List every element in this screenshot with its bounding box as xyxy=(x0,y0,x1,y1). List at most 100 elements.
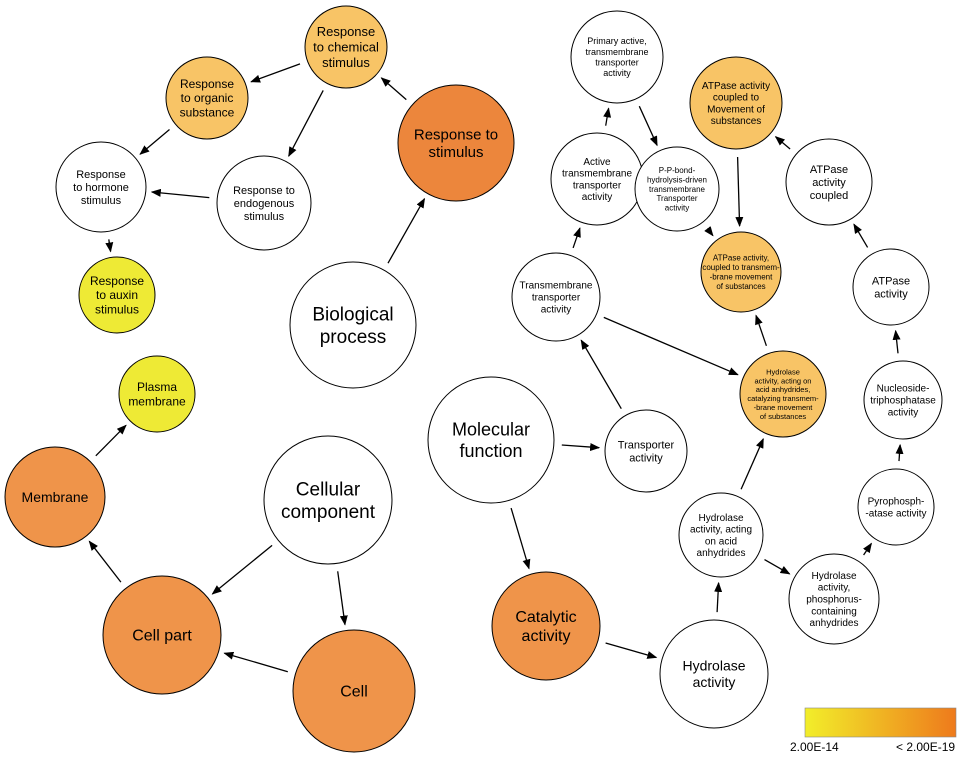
node-label-hydrolase-activity-phosphorus-containing-anhydrides: phosphorus- xyxy=(806,595,862,606)
node-label-response-to-stimulus: Response to xyxy=(414,126,498,143)
node-label-atpase-activity-coupled-to-movement-of-substances: Movement of xyxy=(707,104,765,115)
node-circle-response-to-endogenous-stimulus xyxy=(216,155,312,251)
node-label-atpase-activity-coupled: coupled xyxy=(810,190,849,202)
node-label-hydrolase-activity-acting-on-acid-anhydrides: anhydrides xyxy=(697,548,746,559)
edge-pyrophosphatase-activity-to-nucleoside-triphosphatase-activity xyxy=(895,443,904,462)
node-label-response-to-organic-substance: to organic xyxy=(181,91,234,105)
node-label-active-transmembrane-transporter-activity: activity xyxy=(582,192,613,203)
node-circle-cell xyxy=(292,629,416,753)
node-label-hydrolase-activity-catalyzing-transmembrane-movement: -brane movement xyxy=(754,403,814,412)
edge-hydrolase-activity-acting-on-acid-anhydrides-to-hydrolase-activity-phosphorus-containing-anhydrides xyxy=(764,559,791,575)
node-label-hydrolase-activity-acting-on-acid-anhydrides: on acid xyxy=(705,536,737,547)
node-label-primary-active-transmembrane-transporter-activity: transporter xyxy=(595,58,639,68)
edge-catalytic-activity-to-hydrolase-activity xyxy=(605,642,658,659)
legend-max-label: < 2.00E-19 xyxy=(896,740,956,754)
edge-response-to-stimulus-to-response-to-chemical-stimulus xyxy=(380,77,407,101)
node-label-atpase-activity-coupled: activity xyxy=(812,177,846,189)
node-label-nucleoside-triphosphatase-activity: Nucleoside- xyxy=(877,384,930,395)
node-label-transmembrane-transporter-activity: transporter xyxy=(532,293,581,304)
node-circle-pyrophosphatase-activity xyxy=(857,468,935,546)
node-label-response-to-auxin-stimulus: stimulus xyxy=(95,302,139,316)
node-circle-atpase-activity-coupled-to-transmembrane-movement-of-substances xyxy=(700,231,782,313)
node-circle-cellular-component xyxy=(263,435,393,565)
node-label-response-to-chemical-stimulus: stimulus xyxy=(322,55,370,70)
node-label-primary-active-transmembrane-transporter-activity: Primary active, xyxy=(587,36,647,46)
node-label-nucleoside-triphosphatase-activity: triphosphatase xyxy=(870,396,936,407)
node-label-biological-process: process xyxy=(320,327,387,348)
node-label-hydrolase-activity-phosphorus-containing-anhydrides: anhydrides xyxy=(810,618,859,629)
edge-hydrolase-activity-catalyzing-transmembrane-movement-to-atpase-activity-coupled-to-transmembrane-movement-of-substances xyxy=(755,314,768,347)
node-label-transmembrane-transporter-activity: activity xyxy=(541,304,572,315)
node-label-atpase-activity-coupled-to-transmembrane-movement-of-substances: coupled to transmem- xyxy=(702,263,780,272)
node-label-response-to-auxin-stimulus: Response xyxy=(90,274,144,288)
node-label-hydrolase-activity-catalyzing-transmembrane-movement: of substances xyxy=(760,412,807,421)
node-circle-plasma-membrane xyxy=(118,355,196,433)
node-label-molecular-function: Molecular xyxy=(452,420,530,440)
edge-hydrolase-activity-acting-on-acid-anhydrides-to-hydrolase-activity-catalyzing-transmembrane-movement xyxy=(740,437,764,490)
node-label-transmembrane-transporter-activity: Transmembrane xyxy=(520,281,593,292)
node-label-hydrolase-activity-catalyzing-transmembrane-movement: activity, acting on xyxy=(755,376,812,385)
node-label-response-to-organic-substance: substance xyxy=(180,105,235,119)
node-label-active-transmembrane-transporter-activity: transmembrane xyxy=(562,169,632,180)
node-label-active-transmembrane-transporter-activity: transporter xyxy=(573,180,622,191)
node-circle-transporter-activity xyxy=(604,409,688,493)
node-atpase-activity-coupled-to-transmembrane-movement-of-substances: ATPase activity,coupled to transmem--bra… xyxy=(700,231,782,313)
node-circle-atpase-activity xyxy=(852,248,930,326)
node-label-response-to-stimulus: stimulus xyxy=(428,144,483,161)
node-label-primary-active-transmembrane-transporter-activity: activity xyxy=(603,68,631,78)
node-circle-hydrolase-activity-catalyzing-transmembrane-movement xyxy=(739,350,827,438)
edge-p-p-bond-hydrolysis-driven-transmembrane-transporter-activity-to-atpase-activity-coupled-to-transmembrane-movement-of-substances xyxy=(704,226,714,237)
node-label-response-to-chemical-stimulus: Response xyxy=(317,24,376,39)
node-label-response-to-chemical-stimulus: to chemical xyxy=(313,40,379,55)
node-primary-active-transmembrane-transporter-activity: Primary active,transmembranetransportera… xyxy=(570,10,664,104)
edge-hydrolase-activity-to-hydrolase-activity-acting-on-acid-anhydrides xyxy=(714,581,723,613)
edge-cellular-component-to-cell xyxy=(337,571,348,626)
edge-nucleoside-triphosphatase-activity-to-atpase-activity xyxy=(892,329,901,354)
edge-molecular-function-to-catalytic-activity xyxy=(510,507,531,570)
node-label-response-to-hormone-stimulus: to hormone xyxy=(73,182,129,194)
node-cell-part: Cell part xyxy=(102,575,222,695)
node-label-cell: Cell xyxy=(340,684,368,701)
node-label-atpase-activity-coupled-to-transmembrane-movement-of-substances: ATPase activity, xyxy=(713,254,769,263)
node-label-response-to-endogenous-stimulus: Response to xyxy=(233,185,295,197)
node-label-catalytic-activity: Catalytic xyxy=(515,609,576,626)
node-label-hydrolase-activity: activity xyxy=(693,674,736,690)
node-label-hydrolase-activity-catalyzing-transmembrane-movement: Hydrolase xyxy=(766,368,800,377)
node-circle-p-p-bond-hydrolysis-driven-transmembrane-transporter-activity xyxy=(634,146,720,232)
node-label-cell-part: Cell part xyxy=(132,628,192,645)
node-label-hydrolase-activity: Hydrolase xyxy=(682,658,745,674)
node-label-molecular-function: function xyxy=(459,441,522,461)
edge-membrane-to-plasma-membrane xyxy=(95,424,127,457)
node-circle-response-to-hormone-stimulus xyxy=(55,141,147,233)
edge-cell-part-to-membrane xyxy=(88,540,122,583)
node-hydrolase-activity-phosphorus-containing-anhydrides: Hydrolaseactivity,phosphorus-containinga… xyxy=(788,553,880,645)
edge-atpase-activity-coupled-to-atpase-activity-coupled-to-movement-of-substances xyxy=(774,136,791,150)
edge-cellular-component-to-cell-part xyxy=(211,544,273,595)
node-label-transporter-activity: Transporter xyxy=(618,439,675,451)
edge-cell-to-cell-part xyxy=(223,651,288,673)
node-label-hydrolase-activity-catalyzing-transmembrane-movement: acid anhydrides, xyxy=(756,385,811,394)
node-circle-membrane xyxy=(4,446,106,548)
node-circle-hydrolase-activity xyxy=(659,619,769,729)
node-circle-cell-part xyxy=(102,575,222,695)
node-membrane: Membrane xyxy=(4,446,106,548)
node-label-atpase-activity-coupled-to-movement-of-substances: substances xyxy=(711,116,762,127)
node-circle-response-to-organic-substance xyxy=(165,56,249,140)
node-label-p-p-bond-hydrolysis-driven-transmembrane-transporter-activity: Transporter xyxy=(656,194,697,203)
node-circle-transmembrane-transporter-activity xyxy=(511,252,601,342)
node-label-active-transmembrane-transporter-activity: Active xyxy=(583,157,611,168)
